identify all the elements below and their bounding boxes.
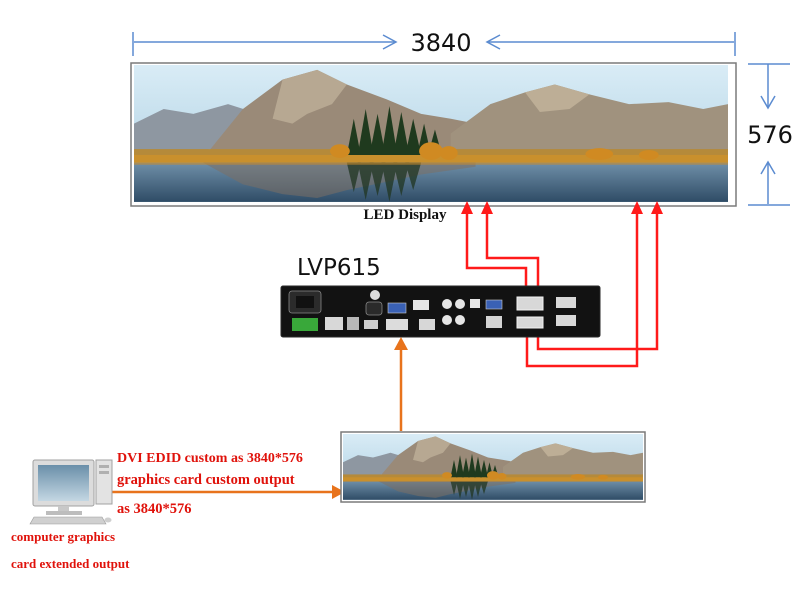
usb-port xyxy=(347,317,359,330)
dvi-input-port xyxy=(386,319,408,330)
height-arrowhead-up xyxy=(760,160,776,175)
vga-port-1 xyxy=(387,302,407,314)
monitor-screen xyxy=(38,465,89,501)
bnc-port-4 xyxy=(442,315,452,325)
computer-label-line2: card extended output xyxy=(11,556,130,571)
monitor-base xyxy=(46,511,82,515)
pc-tower-drive xyxy=(99,465,109,468)
height-value: 576 xyxy=(747,121,793,149)
hdmi-port-2 xyxy=(364,320,378,329)
keyboard xyxy=(29,516,107,525)
pc-tower-drive-2 xyxy=(99,471,109,474)
arrowhead-orange-up xyxy=(394,337,408,350)
vga-port-2 xyxy=(485,299,503,310)
bnc-port-3 xyxy=(455,299,465,309)
dvi-output-1 xyxy=(556,297,576,308)
desktop-computer-icon xyxy=(29,459,113,525)
ethernet-port xyxy=(325,317,343,330)
led-display xyxy=(130,62,737,207)
edid-description: DVI EDID custom as 3840*576 xyxy=(117,451,303,466)
bnc-port-5 xyxy=(455,315,465,325)
input-cable xyxy=(112,337,408,499)
width-arrowhead-left xyxy=(485,34,501,50)
output-port-bottom xyxy=(516,316,544,329)
power-socket-inner xyxy=(296,296,314,308)
extended-output-preview xyxy=(340,431,646,503)
dvi-port-3 xyxy=(486,316,502,328)
video-processor xyxy=(280,285,601,338)
custom-output-description: graphics card custom output xyxy=(117,472,295,488)
computer-label-line1: computer graphics xyxy=(11,529,115,544)
output-cable-2 xyxy=(485,214,540,300)
dvi-output-2 xyxy=(556,315,576,326)
arrowhead-red-4 xyxy=(651,201,663,214)
output-cable-1 xyxy=(465,214,528,300)
arrowhead-red-1 xyxy=(461,201,473,214)
mouse xyxy=(104,517,112,523)
processor-model-label: LVP615 xyxy=(297,255,381,281)
output-port-top xyxy=(516,296,544,311)
landscape-image xyxy=(134,65,728,202)
audio-port xyxy=(413,300,429,310)
arrowhead-red-3 xyxy=(631,201,643,214)
width-value: 3840 xyxy=(410,29,471,57)
landscape-image-small xyxy=(343,434,643,500)
monitor-stand xyxy=(58,506,69,512)
terminal-block xyxy=(292,318,318,331)
height-arrowhead-down xyxy=(760,95,776,110)
custom-output-resolution: as 3840*576 xyxy=(117,501,192,517)
output-cable-3 xyxy=(525,214,639,368)
arrowhead-red-2 xyxy=(481,201,493,214)
led-display-label: LED Display xyxy=(364,207,447,223)
width-arrowhead-right xyxy=(382,34,398,50)
dvi-port-2 xyxy=(419,319,435,330)
output-arrowheads xyxy=(461,201,663,214)
hdmi-port xyxy=(365,301,383,316)
sdi-port xyxy=(470,299,480,308)
arrowhead-orange-right xyxy=(332,485,345,499)
height-dimension: 576 xyxy=(747,63,793,206)
bnc-port-2 xyxy=(442,299,452,309)
bnc-port-1 xyxy=(370,290,380,300)
width-dimension: 3840 xyxy=(132,29,736,57)
